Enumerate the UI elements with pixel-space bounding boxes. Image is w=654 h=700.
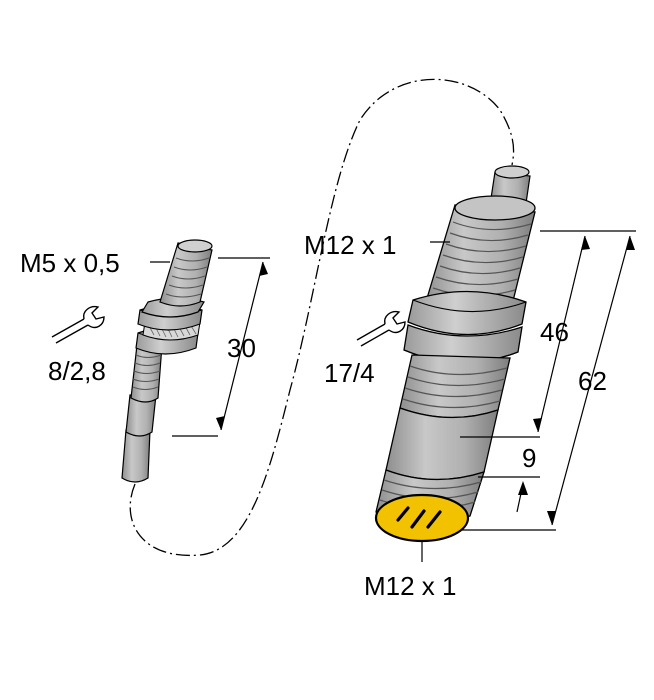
small-wrench-label: 8/2,8	[48, 356, 106, 386]
dim-62-label: 62	[578, 366, 607, 396]
small-sensor	[121, 239, 213, 483]
large-dimension-lines	[430, 230, 636, 531]
large-wrench-label: 17/4	[324, 358, 375, 388]
wrench-icon	[356, 310, 406, 347]
connector-face	[374, 493, 470, 543]
small-dimension-lines	[150, 257, 270, 437]
large-thread-label: M12 x 1	[304, 230, 397, 260]
small-thread-label: M5 x 0,5	[20, 248, 120, 278]
wrench-icon	[51, 305, 105, 344]
dim-9-label: 9	[522, 443, 536, 473]
connector-thread-label: M12 x 1	[364, 571, 457, 601]
small-length-label: 30	[227, 333, 256, 363]
cable-path	[129, 78, 515, 556]
dim-46-label: 46	[540, 317, 569, 347]
large-sensor	[374, 165, 536, 562]
